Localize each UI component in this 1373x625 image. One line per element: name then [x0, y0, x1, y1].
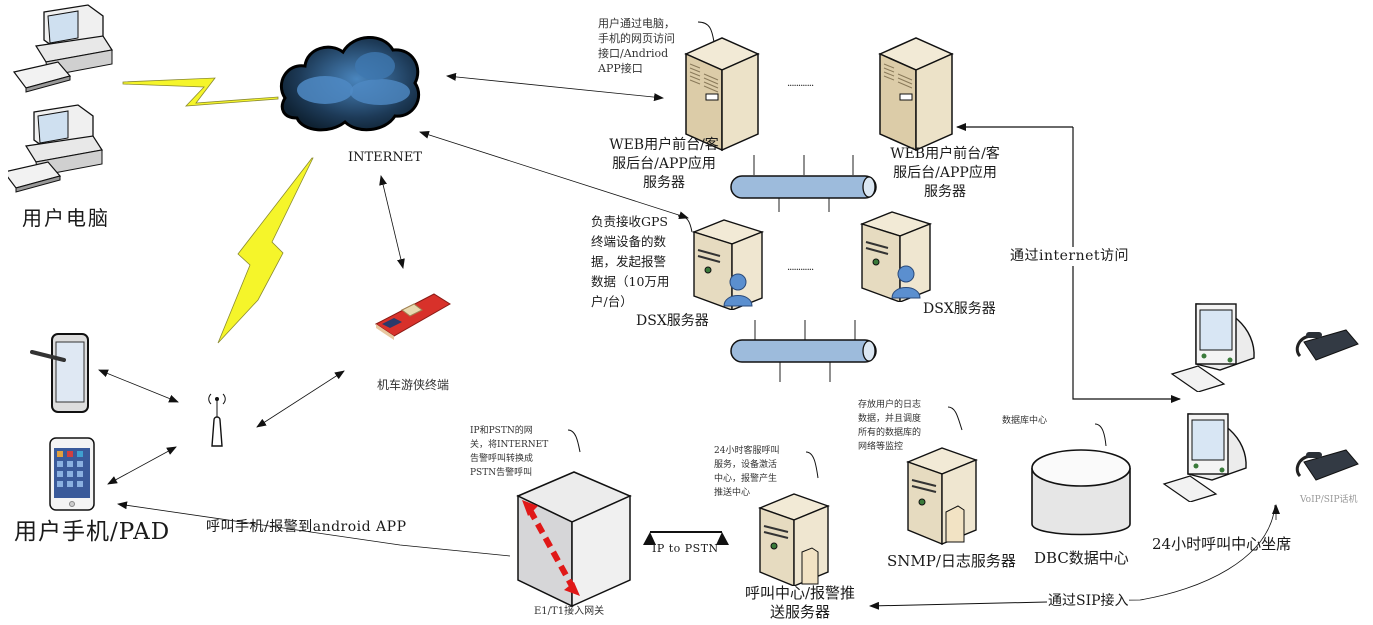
edge-phone-antenna [107, 446, 177, 485]
server-with-user-icon [859, 211, 933, 304]
crt-computer-icon [1170, 303, 1255, 393]
edge-tablet-antenna [98, 369, 179, 403]
desk-phone-1[interactable] [1290, 324, 1360, 366]
voip-phone-label: VoIP/SIP话机 [1300, 495, 1358, 505]
dsx-server-1-label: DSX服务器 [636, 313, 709, 329]
edge-antenna-terminal [256, 370, 345, 428]
network-bus-2 [729, 338, 881, 364]
web-server-ellipsis: ............ [787, 78, 814, 89]
dsx-server-2[interactable] [858, 206, 938, 304]
edge-internet-terminal [379, 175, 405, 269]
gateway-note: IP和PSTN的网 关，将INTERNET 告警呼叫转换成 PSTN告警呼叫 [470, 426, 549, 478]
database-cylinder-icon [1031, 449, 1131, 536]
edge-internet-dsx [419, 130, 689, 220]
lightning-bolt-pc [122, 77, 279, 107]
bus-pipe-icon [730, 175, 877, 199]
user-pc-label: 用户电脑 [22, 206, 110, 230]
terminal-label: 机车游侠终端 [377, 378, 450, 392]
call-seat-label: 24小时呼叫中心坐席 [1152, 535, 1292, 553]
telephone-icon [1295, 329, 1359, 361]
snmp-log-server[interactable] [906, 444, 986, 546]
edge-internet-web [446, 72, 664, 102]
internet-label: INTERNET [348, 150, 422, 165]
dsx-server-2-label: DSX服务器 [923, 301, 996, 317]
server-with-user-icon [691, 219, 765, 312]
edge-sip-access [1047, 504, 1276, 602]
smartphone-device[interactable] [48, 436, 98, 512]
internet-cloud[interactable] [275, 28, 425, 138]
tower-server-icon [878, 37, 954, 152]
web-server-2[interactable] [876, 34, 956, 154]
user-mobile-label: 用户手机/PAD [14, 519, 171, 545]
e1-t1-gateway[interactable] [516, 470, 634, 608]
tablet-device[interactable] [28, 332, 92, 416]
internet-access-label: 通过internet访问 [1010, 247, 1130, 266]
smartphone-icon [49, 437, 95, 511]
edge-internet-access [1072, 127, 1181, 403]
cloud-icon [279, 36, 421, 132]
call-center-server[interactable] [758, 490, 838, 588]
snmp-label: SNMP/日志服务器 [887, 552, 1016, 570]
crt-computer-icon [1162, 413, 1247, 503]
dsx-server-1-note: 负责接收GPS 终端设备的数 据，发起报警 数据（10万用 户/台） [591, 214, 670, 309]
locomotive-terminal[interactable] [370, 288, 452, 340]
bus-pipe-icon [730, 339, 877, 363]
bus-1-taps [753, 155, 854, 212]
dbc-database[interactable] [1028, 446, 1134, 546]
telephone-icon [1295, 449, 1359, 481]
server-with-folder-icon [906, 447, 978, 546]
dbc-note: 数据库中心 [1002, 416, 1048, 426]
tablet-icon [30, 333, 89, 413]
wireless-antenna[interactable] [204, 390, 230, 450]
call-center-note: 24小时客服呼叫 服务，设备激活 中心，报警产生 推送中心 [714, 446, 780, 498]
desk-phone-2[interactable] [1290, 444, 1360, 486]
web-server-2-label: WEB用户前台/客 服后台/APP应用 服务器 [890, 146, 1000, 200]
ip-to-pstn-label: IP to PSTN [652, 542, 719, 555]
gps-board-icon [375, 293, 451, 340]
web-server-1-note: 用户通过电脑， 手机的网页访问 接口/Andriod APP接口 [598, 17, 675, 75]
dsx-server-1[interactable] [690, 214, 770, 312]
sip-access-label: 通过SIP接入 [1048, 592, 1129, 611]
desktop-computer-icon [2, 4, 113, 193]
call-seat-workstation-1[interactable] [1168, 300, 1260, 393]
network-bus-1 [729, 174, 881, 200]
antenna-icon [208, 393, 226, 447]
call-seat-workstation-2[interactable] [1160, 410, 1252, 503]
call-center-label: 呼叫中心/报警推 送服务器 [744, 584, 856, 621]
web-server-1-label: WEB用户前台/客 服后台/APP应用 服务器 [609, 137, 719, 191]
gateway-box-icon [516, 471, 632, 608]
web-server-1[interactable] [682, 34, 762, 154]
tower-server-icon [684, 37, 760, 152]
dsx-server-ellipsis: ............ [787, 262, 814, 273]
dbc-label: DBC数据中心 [1034, 549, 1129, 567]
edge-gateway-mobile [117, 501, 511, 557]
server-with-folder-icon [758, 493, 830, 588]
gateway-label: E1/T1接入网关 [534, 606, 605, 617]
bus-2-taps [754, 320, 856, 382]
call-mobile-label: 呼叫手机/报警到android APP [206, 519, 407, 535]
user-pc-group[interactable] [2, 2, 116, 197]
snmp-note: 存放用户的日志 数据，并且调度 所有的数据库的 网络等监控 [858, 400, 922, 452]
lightning-bolt-mobile [217, 157, 314, 344]
